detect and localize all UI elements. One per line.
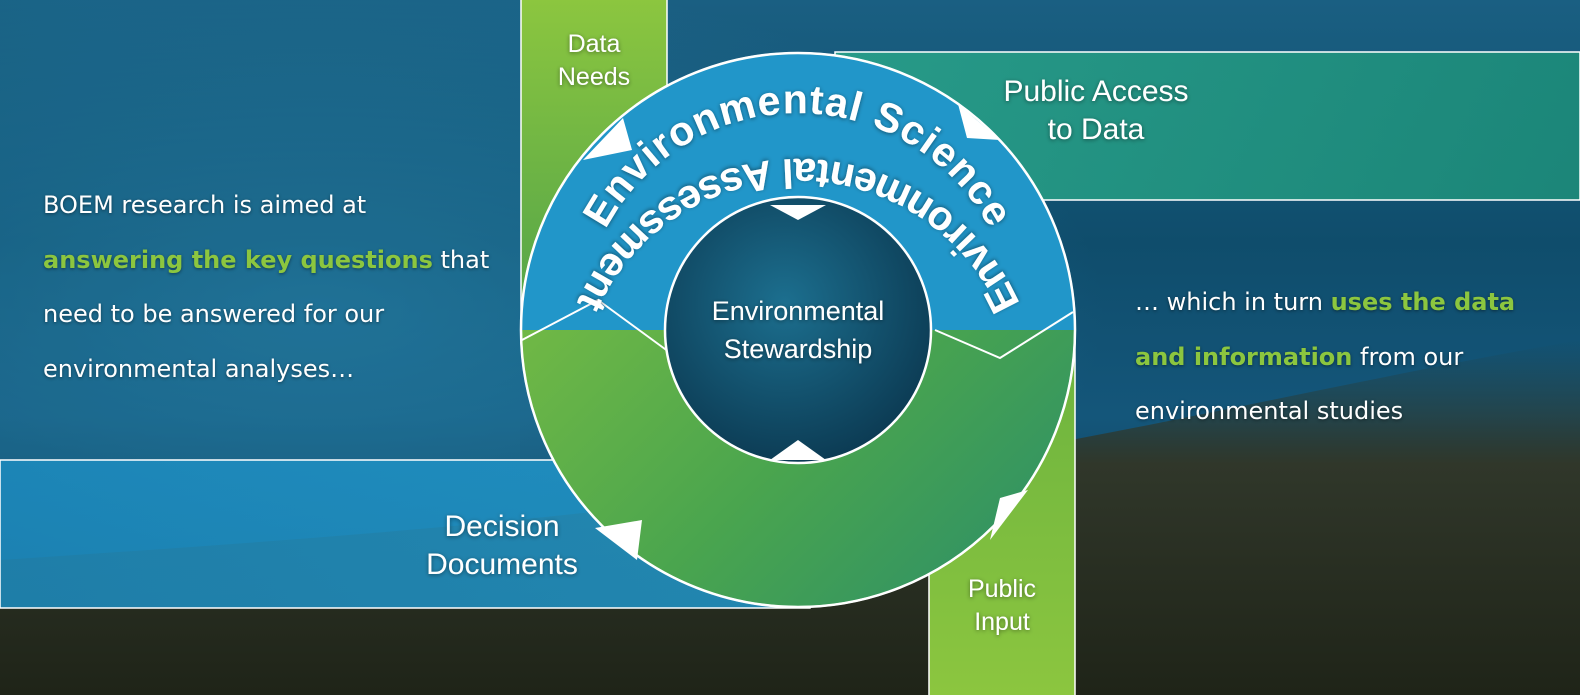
decision-documents-line-2: Documents: [426, 548, 578, 581]
decision-documents-line-1: Decision: [444, 510, 559, 543]
ring-outline: [519, 51, 1077, 609]
left-text-part2: that need to be answered for our environ…: [43, 245, 490, 383]
ring-divider-left: [521, 298, 681, 361]
data-needs-line-2: Needs: [558, 63, 630, 91]
public-access-line-1: Public Access: [1003, 75, 1188, 108]
right-text-highlight: uses the data and information: [1135, 288, 1516, 371]
public-access-line-2: to Data: [1048, 113, 1145, 146]
inner-circle: [663, 195, 933, 465]
left-text-part1: BOEM research is aimed at: [43, 191, 367, 219]
ring-outer-top: [522, 54, 1074, 330]
public-input-line-2: Input: [974, 608, 1030, 636]
public-input-line-1: Public: [968, 575, 1036, 603]
data-needs-line-1: Data: [568, 30, 621, 58]
left-paragraph: BOEM research is aimed at answering the …: [43, 178, 503, 396]
arrow-notch-data-needs: [583, 118, 632, 160]
arrow-notch-public-input: [990, 490, 1028, 540]
left-text-panel: [0, 0, 520, 460]
arrow-notch-top: [770, 205, 826, 220]
arrow-notch-public-access: [958, 104, 1000, 140]
arrow-notch-bottom: [770, 440, 826, 460]
left-text-highlight: answering the key questions: [43, 245, 433, 274]
right-paragraph: … which in turn uses the data and inform…: [1135, 275, 1555, 439]
right-text-part1: … which in turn: [1135, 288, 1331, 316]
ring-divider-right: [934, 311, 1074, 360]
arrow-notch-decision: [595, 520, 642, 560]
center-line-2: Stewardship: [724, 334, 873, 364]
center-line-1: Environmental: [712, 296, 885, 326]
right-text-part2: from our environmental studies: [1135, 342, 1464, 426]
